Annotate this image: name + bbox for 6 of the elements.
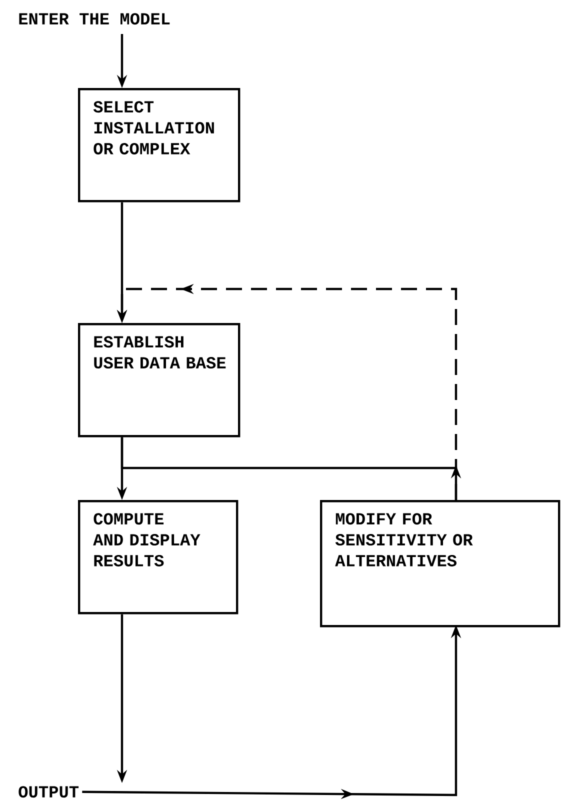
- terminal-label: OUTPUT: [18, 786, 79, 798]
- terminal-label: ENTER THE MODEL: [19, 13, 170, 25]
- process-box: MODIFY FOR SENSITIVITY OR ALTERNATIVES: [320, 500, 560, 628]
- process-box: COMPUTE AND DISPLAY RESULTS: [78, 500, 238, 614]
- process-box: SELECT INSTALLATION OR COMPLEX: [78, 88, 240, 202]
- process-box: ESTABLISH USER DATA BASE: [78, 323, 240, 438]
